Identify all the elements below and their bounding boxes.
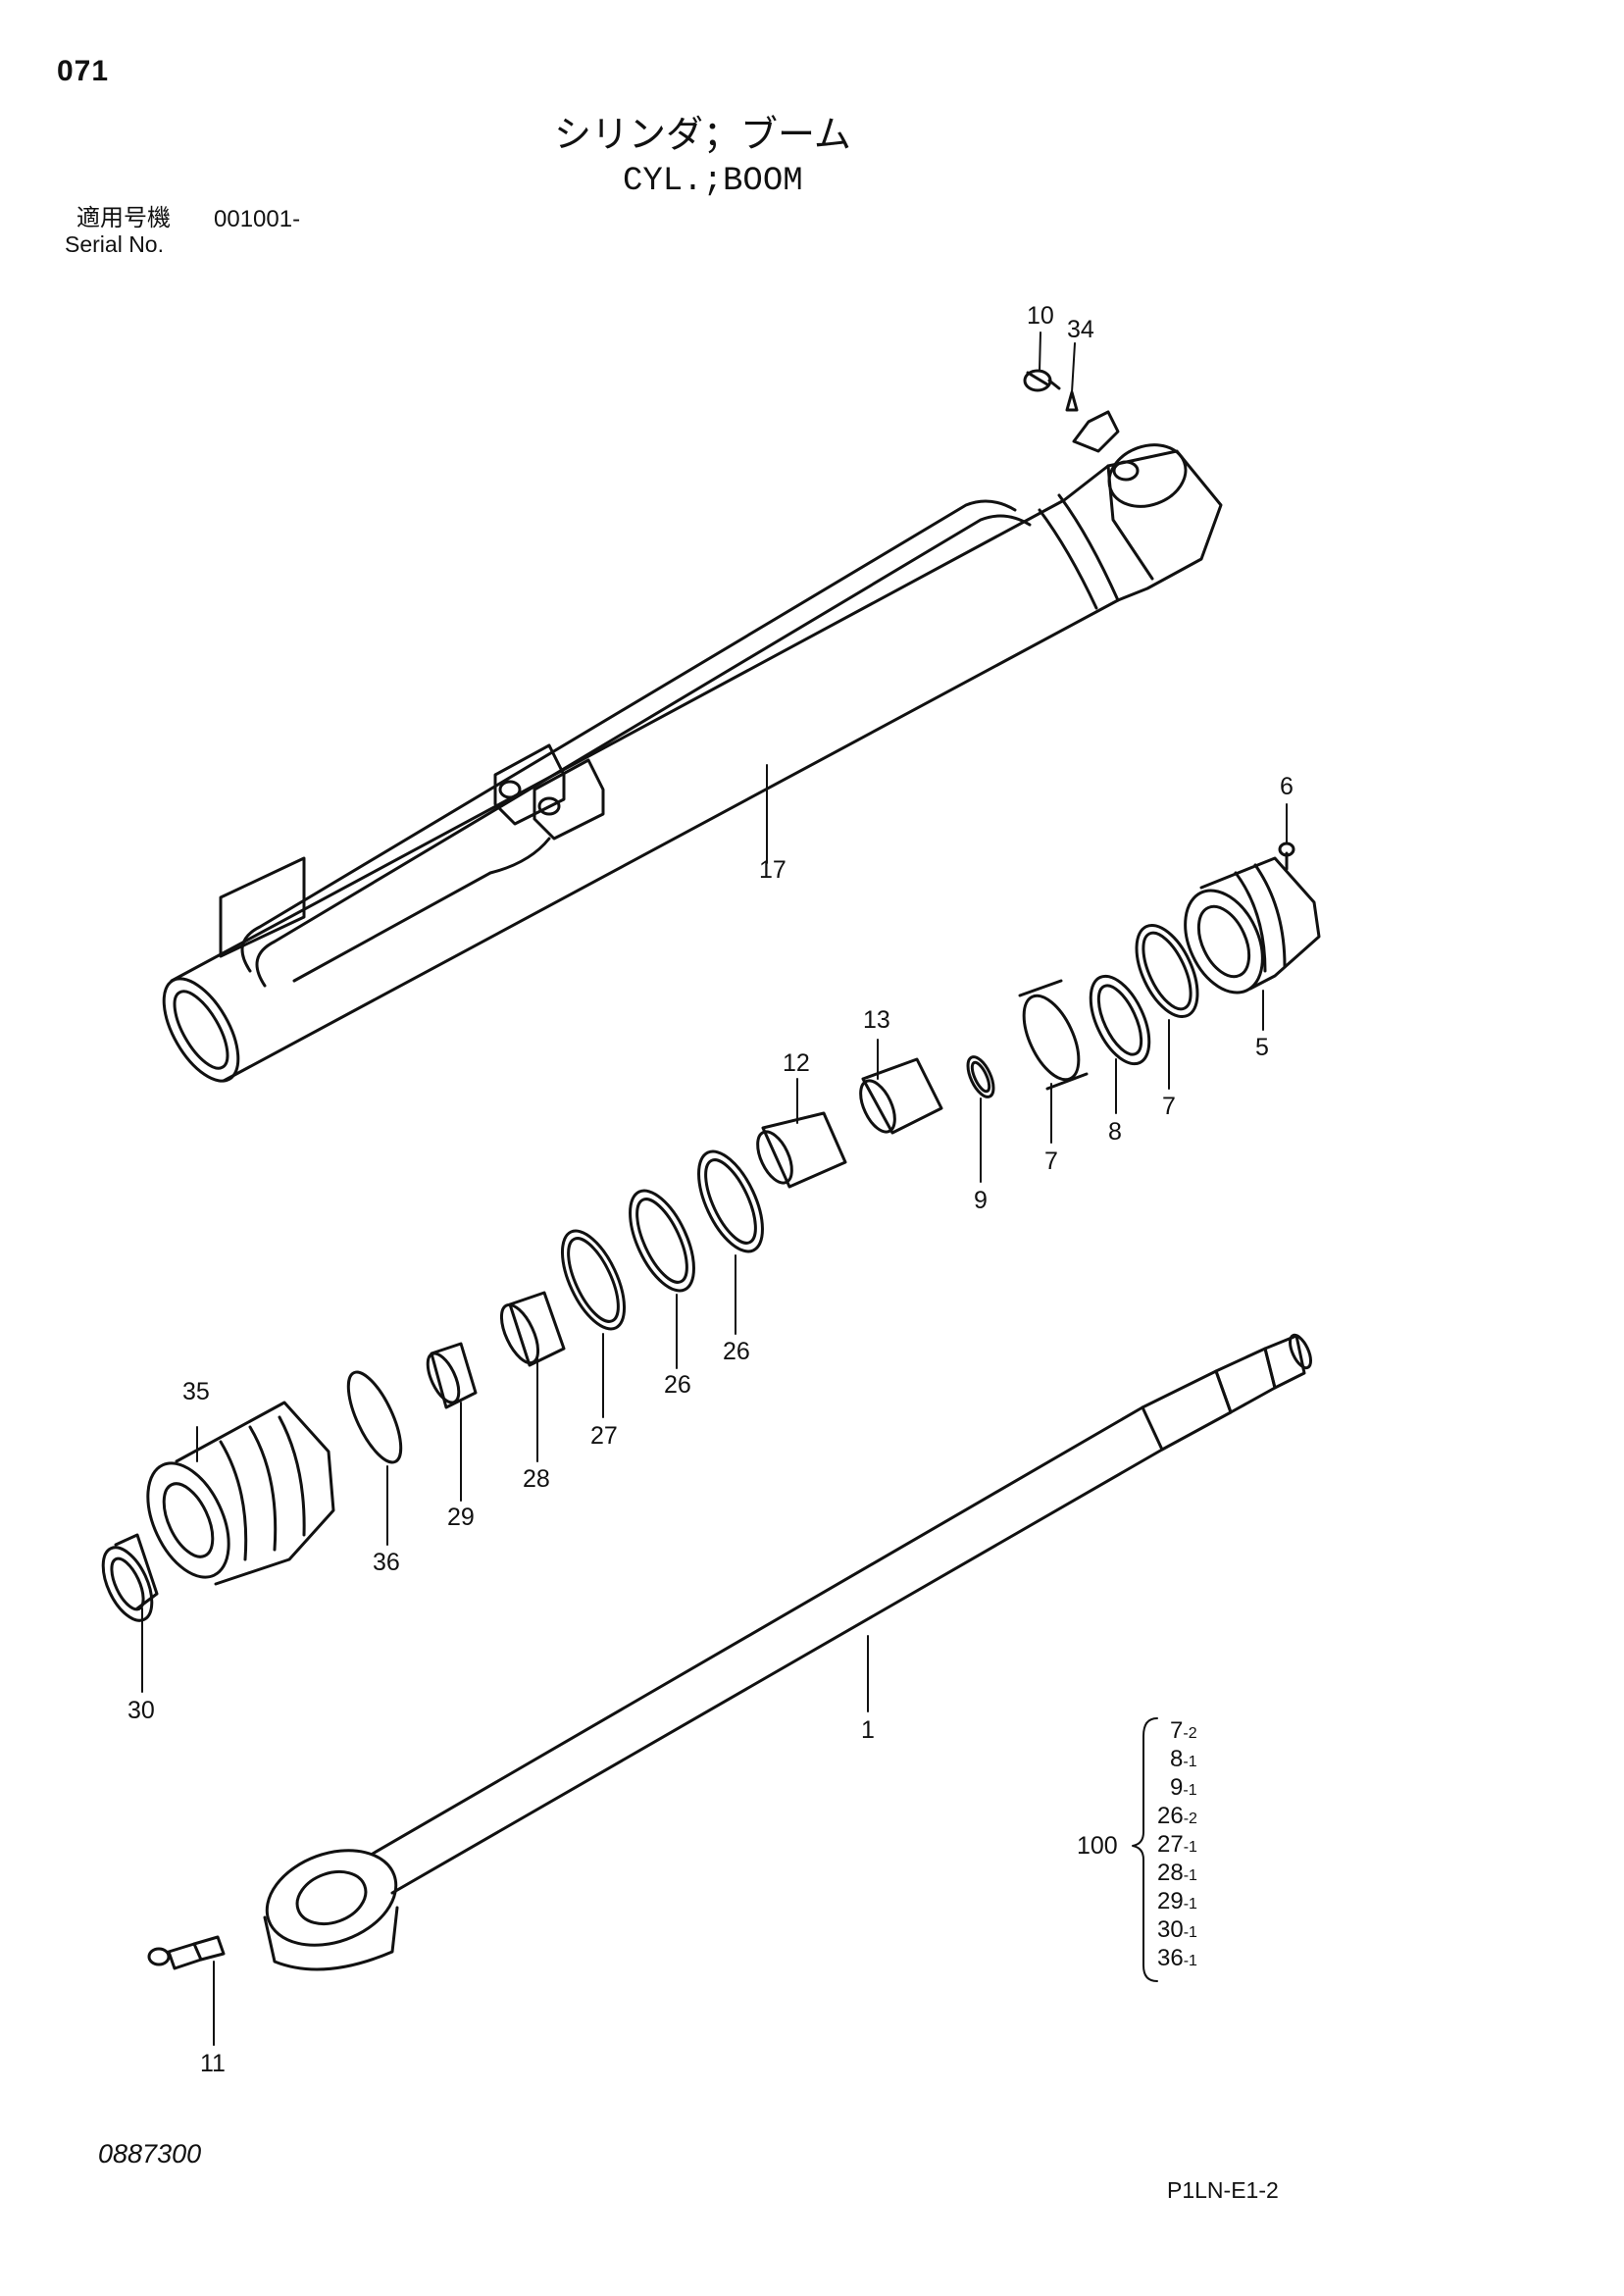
callout-5: 5 — [1255, 1034, 1269, 1061]
kit-item: 27-1 — [1157, 1831, 1197, 1858]
callout-35: 35 — [182, 1378, 210, 1405]
kit-item: 7-2 — [1170, 1717, 1197, 1744]
serial-value: 001001- — [214, 206, 301, 232]
callout-36: 36 — [373, 1549, 400, 1576]
kit-item: 28-1 — [1157, 1860, 1197, 1886]
piston-part — [146, 1401, 335, 1586]
cylinder-head-part — [1184, 842, 1321, 995]
callout-26a: 26 — [723, 1338, 750, 1365]
callout-29: 29 — [447, 1504, 475, 1531]
callout-7a: 7 — [1044, 1148, 1058, 1175]
page-code: P1LN-E1-2 — [1167, 2177, 1279, 2203]
kit-brace — [1132, 1717, 1158, 1982]
kit-item: 30-1 — [1157, 1916, 1197, 1943]
callout-1: 1 — [861, 1716, 875, 1744]
callout-28: 28 — [523, 1465, 550, 1493]
callout-10: 10 — [1027, 302, 1054, 330]
serial-label-english: Serial No. — [65, 231, 164, 257]
callout-labels: 10 34 17 6 5 13 12 9 7 8 7 35 26 26 27 2… — [127, 302, 1294, 2077]
page-number: 071 — [57, 55, 110, 87]
serial-label-japanese: 適用号機 — [76, 204, 171, 231]
callout-17: 17 — [759, 856, 787, 884]
title-english: CYL.;BOOM — [623, 163, 803, 200]
kit-item: 9-1 — [1170, 1774, 1197, 1801]
callout-6: 6 — [1280, 773, 1294, 800]
kit-item: 26-2 — [1157, 1803, 1197, 1829]
callout-9: 9 — [974, 1187, 988, 1214]
fitting-part — [147, 1935, 226, 1970]
callout-13: 13 — [863, 1006, 890, 1034]
callout-8: 8 — [1108, 1118, 1122, 1146]
leader-lines — [141, 332, 1288, 2046]
callout-12: 12 — [783, 1049, 810, 1077]
callout-27: 27 — [590, 1422, 618, 1450]
kit-item: 29-1 — [1157, 1888, 1197, 1914]
kit-item: 8-1 — [1170, 1746, 1197, 1772]
piston-rod-part — [263, 1333, 1313, 1971]
nut-part — [101, 1533, 159, 1622]
cylinder-tube-part — [162, 410, 1223, 1083]
document-code: 0887300 — [98, 2139, 202, 2168]
callout-34: 34 — [1067, 316, 1094, 343]
bushing-parts — [756, 1057, 943, 1189]
callout-11: 11 — [200, 2050, 226, 2077]
callout-30: 30 — [127, 1697, 155, 1724]
callout-7b: 7 — [1162, 1093, 1176, 1120]
title-japanese: シリンダ；ブーム — [554, 113, 851, 156]
backup-ring-parts — [346, 1149, 764, 1464]
kit-list: 100 7-2 8-1 9-1 26-2 27-1 28-1 29-1 30-1… — [1077, 1717, 1197, 1971]
seal-ring-parts — [966, 923, 1199, 1098]
kit-number: 100 — [1077, 1832, 1118, 1860]
kit-item: 36-1 — [1157, 1945, 1197, 1971]
grease-fitting-part — [1023, 369, 1079, 412]
callout-26b: 26 — [664, 1371, 691, 1399]
